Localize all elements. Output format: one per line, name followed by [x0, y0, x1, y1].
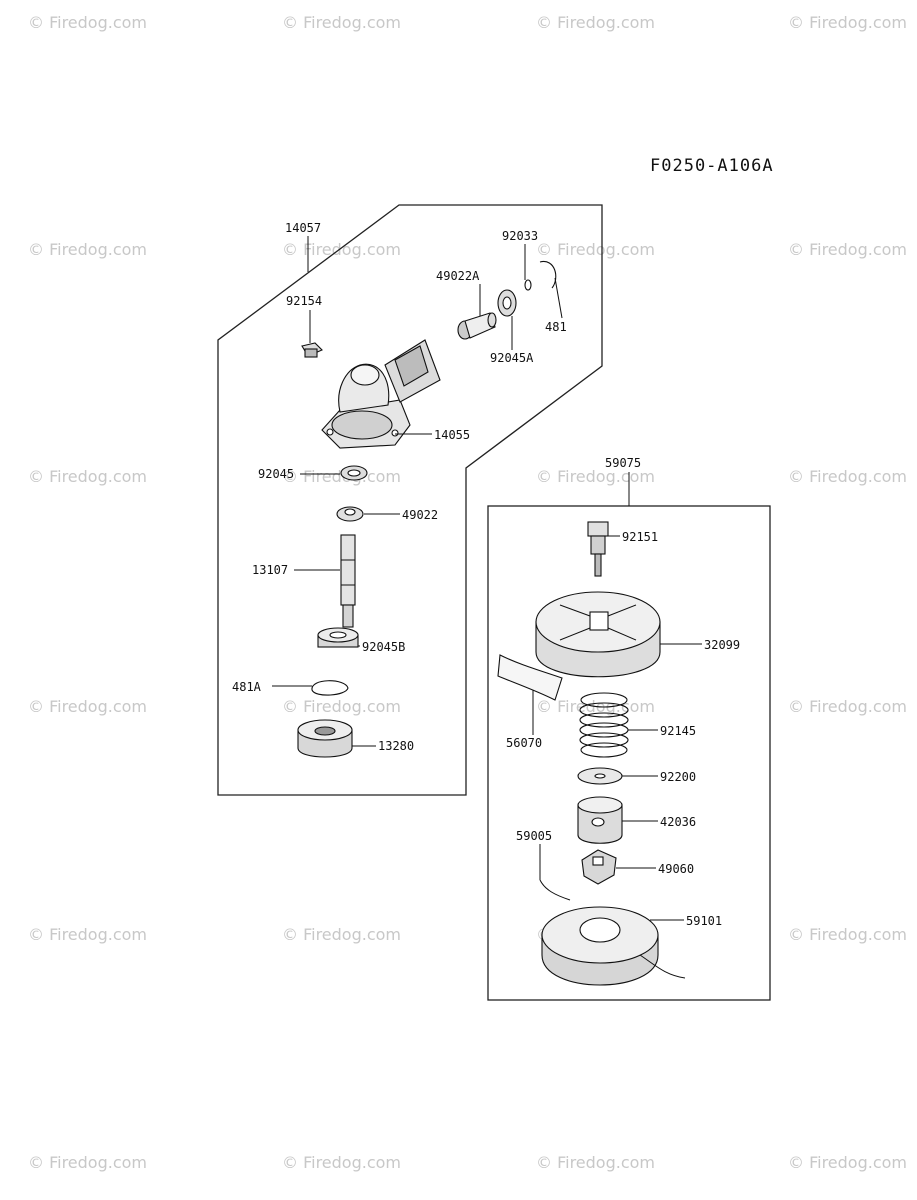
- cup-13280: [297, 719, 353, 758]
- watermark: © Firedog.com: [788, 697, 907, 716]
- watermark: © Firedog.com: [788, 13, 907, 32]
- watermark: © Firedog.com: [536, 1153, 655, 1172]
- watermark: © Firedog.com: [282, 240, 401, 259]
- spool-59101: [541, 906, 686, 986]
- leader-481: [554, 277, 563, 319]
- watermark-layer: © Firedog.com © Firedog.com © Firedog.co…: [28, 13, 907, 1172]
- watermark: © Firedog.com: [536, 240, 655, 259]
- watermark: © Firedog.com: [536, 467, 655, 486]
- spacer-49022A: [457, 312, 497, 340]
- watermark: © Firedog.com: [788, 240, 907, 259]
- label-481A: 481A: [232, 680, 262, 694]
- watermark: © Firedog.com: [788, 467, 907, 486]
- label-49022: 49022: [402, 508, 438, 522]
- label-92033: 92033: [502, 229, 538, 243]
- watermark: © Firedog.com: [282, 467, 401, 486]
- label-481: 481: [545, 320, 567, 334]
- nylon-line-56070: [497, 654, 563, 701]
- watermark: © Firedog.com: [28, 925, 147, 944]
- gear-case-assembly-frame: [217, 204, 603, 796]
- watermark: © Firedog.com: [282, 1153, 401, 1172]
- watermark: © Firedog.com: [282, 925, 401, 944]
- label-42036: 42036: [660, 815, 696, 829]
- nut-49060: [581, 849, 617, 885]
- watermark: © Firedog.com: [536, 13, 655, 32]
- label-14057: 14057: [285, 221, 321, 235]
- spring-92145: [579, 692, 629, 758]
- snap-ring-481A: [311, 680, 349, 696]
- label-92151: 92151: [622, 530, 658, 544]
- bearing-92045B: [317, 627, 359, 648]
- label-32099: 32099: [704, 638, 740, 652]
- bolt-92154: [301, 342, 323, 358]
- watermark: © Firedog.com: [28, 1153, 147, 1172]
- label-59075: 59075: [605, 456, 641, 470]
- watermark: © Firedog.com: [282, 697, 401, 716]
- bolt-92151: [587, 521, 609, 577]
- circlip-92033: [524, 279, 532, 291]
- diagram-code: F0250-A106A: [650, 156, 774, 176]
- label-92200: 92200: [660, 770, 696, 784]
- watermark: © Firedog.com: [28, 467, 147, 486]
- label-49060: 49060: [658, 862, 694, 876]
- watermark: © Firedog.com: [788, 1153, 907, 1172]
- knob-42036: [577, 796, 623, 844]
- label-13107: 13107: [252, 563, 288, 577]
- shaft-13107: [340, 534, 356, 628]
- watermark: © Firedog.com: [28, 240, 147, 259]
- snap-ring-481: [539, 261, 557, 289]
- watermark: © Firedog.com: [28, 697, 147, 716]
- label-13280: 13280: [378, 739, 414, 753]
- label-92045A: 92045A: [490, 351, 534, 365]
- label-92045B: 92045B: [362, 640, 405, 654]
- watermark: © Firedog.com: [282, 13, 401, 32]
- label-92154: 92154: [286, 294, 322, 308]
- label-59005: 59005: [516, 829, 552, 843]
- label-56070: 56070: [506, 736, 542, 750]
- label-49022A: 49022A: [436, 269, 480, 283]
- label-14055: 14055: [434, 428, 470, 442]
- label-59101: 59101: [686, 914, 722, 928]
- spool-cover-32099: [535, 591, 661, 678]
- label-92145: 92145: [660, 724, 696, 738]
- label-92045: 92045: [258, 467, 294, 481]
- trimmer-line-59005: [539, 879, 571, 901]
- watermark: © Firedog.com: [28, 13, 147, 32]
- gear-case-14055: [321, 339, 441, 449]
- watermark: © Firedog.com: [788, 925, 907, 944]
